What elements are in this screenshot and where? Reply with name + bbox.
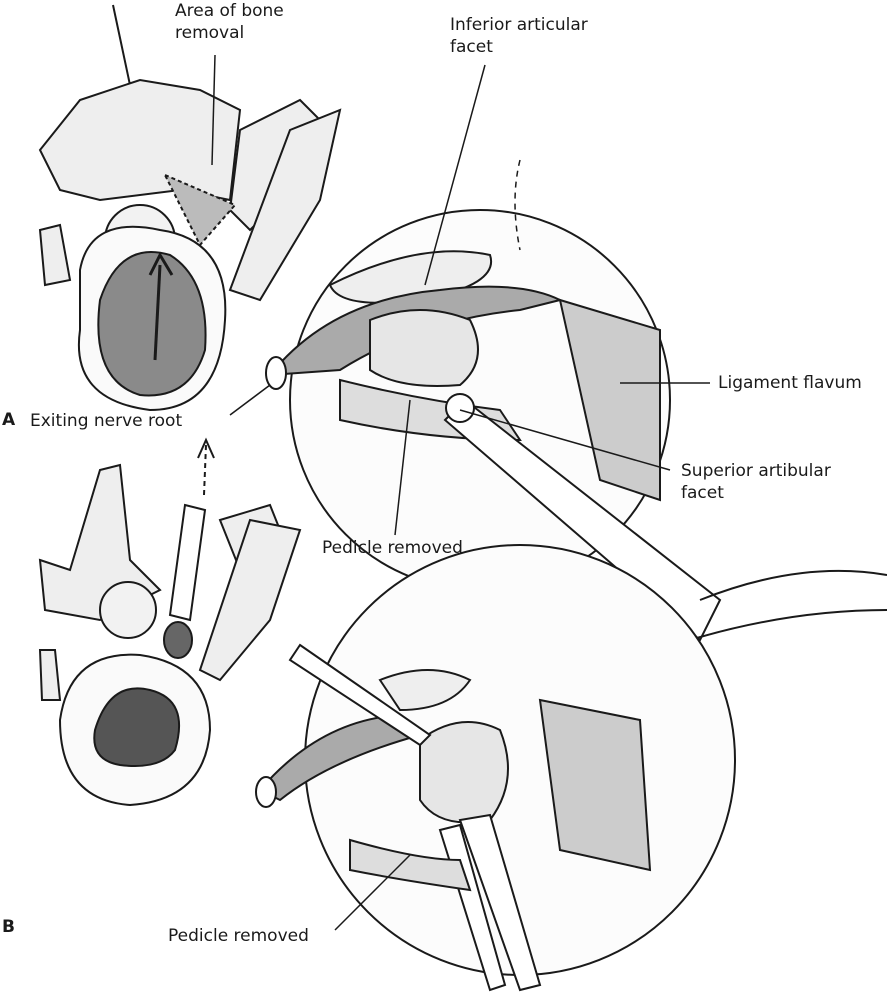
panel-label-a: A	[2, 410, 16, 430]
label-area-of-bone-removal: Area of bone	[175, 1, 284, 21]
vertebra-axial-a	[38, 4, 342, 412]
label-exiting-nerve-root: Exiting nerve root	[30, 411, 183, 431]
label-ligament-flavum: Ligament flavum	[718, 373, 862, 393]
endoscopic-view-a	[265, 159, 887, 642]
label-area-of-bone-removal-line2: removal	[175, 23, 245, 43]
label-pedicle-removed-b: Pedicle removed	[168, 926, 309, 946]
vertebra-axial-b	[38, 437, 302, 807]
label-inferior-articular-facet-line2: facet	[450, 37, 493, 57]
panel-label-b: B	[2, 917, 15, 937]
endoscopic-view-b	[255, 544, 736, 992]
label-superior-articular-facet-line2: facet	[681, 483, 724, 503]
label-superior-articular-facet: Superior artibular	[681, 461, 831, 481]
label-pedicle-removed-a: Pedicle removed	[322, 538, 463, 558]
label-inferior-articular-facet: Inferior articular	[450, 15, 588, 35]
leader-lines	[211, 54, 710, 931]
